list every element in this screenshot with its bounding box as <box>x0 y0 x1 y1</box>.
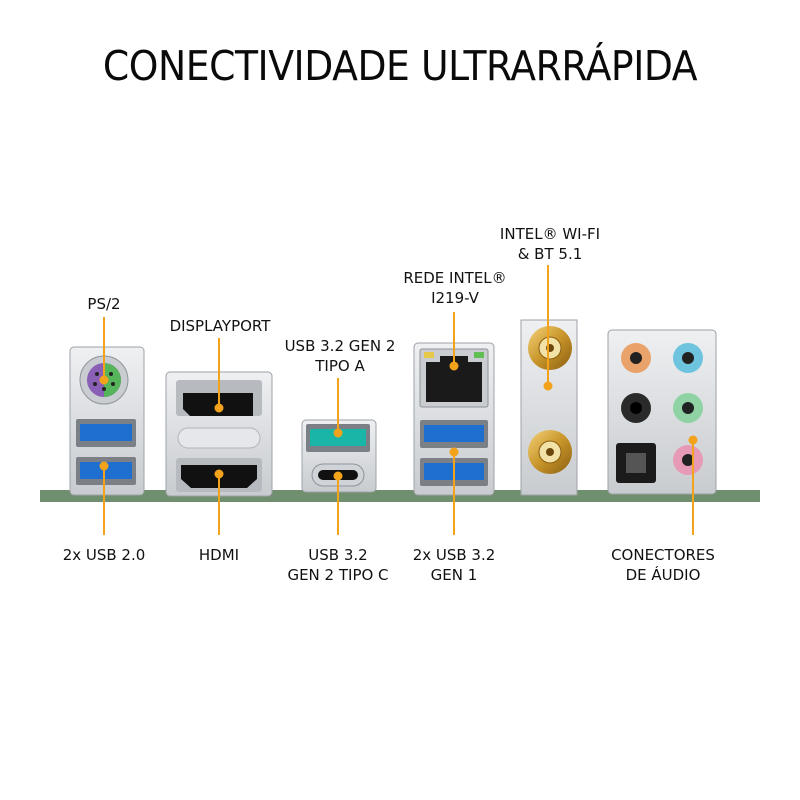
callout-lines <box>99 265 698 535</box>
usb32-gen2-stack <box>301 419 377 493</box>
audio-block <box>607 329 717 495</box>
ps2-usb20-stack <box>69 346 145 496</box>
page-title: CONECTIVIDADE ULTRARRÁPIDA <box>102 42 698 90</box>
label-usb20: 2x USB 2.0 <box>62 546 146 564</box>
label-wifi-bt: INTEL® WI-FI& BT 5.1 <box>499 225 601 263</box>
wifi-antenna-module <box>520 319 578 496</box>
label-displayport: DISPLAYPORT <box>169 317 271 335</box>
label-hdmi: HDMI <box>198 546 240 564</box>
label-ps2: PS/2 <box>87 295 121 313</box>
label-rede-intel: REDE INTEL®I219-V <box>403 269 507 307</box>
displayport-hdmi-stack <box>165 371 273 497</box>
